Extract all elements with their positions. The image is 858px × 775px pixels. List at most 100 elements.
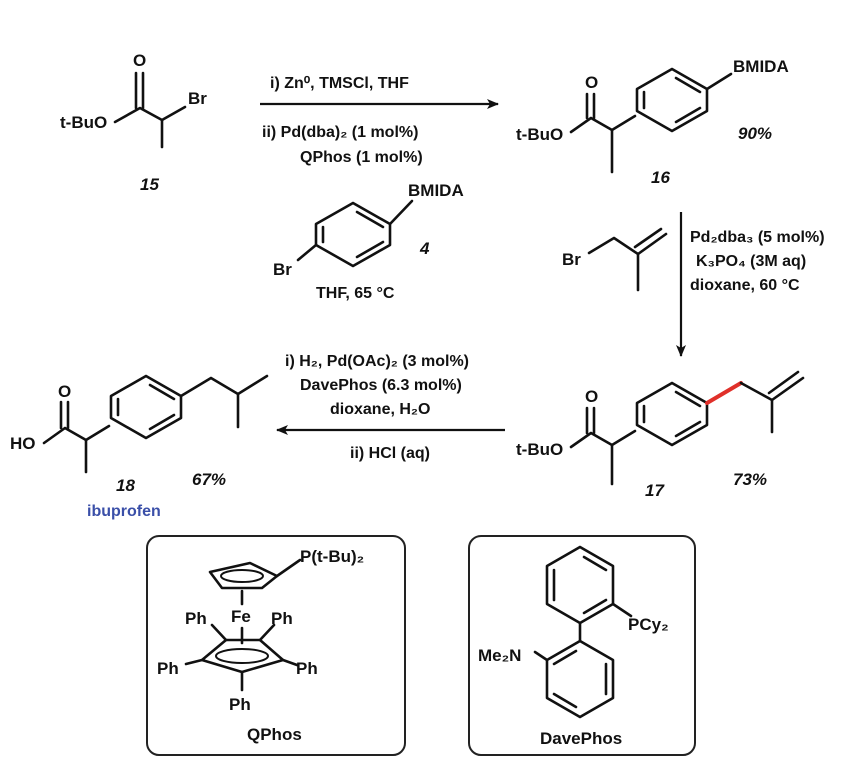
- qphos-ph1-bond: [210, 623, 228, 642]
- qphos-cp-top-ring: [220, 569, 264, 583]
- compound-17-alkene: [770, 376, 805, 402]
- compound-16-ring: [635, 67, 709, 133]
- davephos-ring-bottom: [545, 639, 615, 719]
- compound-17-inner-1: [674, 390, 702, 408]
- compound-17-skeleton: [569, 429, 637, 449]
- compound-4-inner-bond-2: [355, 240, 385, 259]
- compound-17-ester-label: t-BuO: [516, 440, 563, 459]
- qphos-cp-bottom-ring: [215, 648, 269, 664]
- qphos-panel: P(t-Bu)₂ Fe Ph Ph Ph Ph Ph QPhos: [146, 535, 406, 756]
- step1-line1: i) Zn⁰, TMSCl, THF: [270, 75, 409, 92]
- step2-line1: Pd₂dba₃ (5 mol%): [690, 229, 825, 246]
- compound-4: BMIDA Br 4: [273, 181, 464, 279]
- qphos-ph3-bond: [184, 658, 204, 666]
- methallyl-alkene: [636, 232, 668, 256]
- compound-18-inner-2: [148, 413, 176, 431]
- compound-16-bmida-label: BMIDA: [733, 57, 789, 76]
- compound-15-br-label: Br: [188, 89, 207, 108]
- methallyl-alkene-2: [633, 227, 663, 249]
- compound-18: O HO 67% 18 ibuprofen: [10, 374, 269, 520]
- compound-18-skeleton: [42, 424, 111, 445]
- compound-18-isobutyl: [179, 374, 269, 398]
- qphos-cp-top: [208, 561, 279, 590]
- compound-16-ester-label: t-BuO: [516, 125, 563, 144]
- step1-line4: THF, 65 °C: [316, 285, 395, 302]
- compound-17-new-bond: [705, 381, 743, 405]
- qphos-ph4-label: Ph: [296, 659, 318, 678]
- davephos-n-bond: [533, 650, 549, 662]
- compound-16-yield: 90%: [738, 124, 772, 143]
- compound-17-yield: 73%: [733, 470, 767, 489]
- davephos-ring-bottom-inner-2: [552, 692, 578, 709]
- compound-16-skeleton: [569, 114, 637, 134]
- conditions-step-1: i) Zn⁰, TMSCl, THF ii) Pd(dba)₂ (1 mol%)…: [262, 75, 423, 302]
- qphos-phosphine-label: P(t-Bu)₂: [300, 547, 364, 566]
- compound-15: O t-BuO Br 15: [60, 51, 207, 194]
- compound-18-acid-label: HO: [10, 434, 36, 453]
- davephos-name: DavePhos: [540, 729, 622, 748]
- compound-18-name: ibuprofen: [87, 503, 161, 520]
- step1-line2: ii) Pd(dba)₂ (1 mol%): [262, 124, 418, 141]
- compound-16-carbonyl-o: O: [585, 73, 598, 92]
- compound-17-ring: [635, 381, 709, 447]
- methallyl-bromide: Br: [562, 227, 668, 292]
- conditions-step-2: Pd₂dba₃ (5 mol%) K₃PO₄ (3M aq) dioxane, …: [690, 229, 825, 294]
- davephos-panel: PCy₂ Me₂N DavePhos: [468, 535, 696, 756]
- davephos-amine-label: Me₂N: [478, 646, 521, 665]
- compound-17-inner-2: [674, 420, 702, 438]
- compound-18-inner-1: [148, 383, 176, 401]
- compound-15-carbonyl-o: O: [133, 51, 146, 70]
- compound-17-number: 17: [645, 481, 665, 500]
- conditions-step-3: i) H₂, Pd(OAc)₂ (3 mol%) DavePhos (6.3 m…: [285, 353, 469, 462]
- step2-line2: K₃PO₄ (3M aq): [696, 253, 806, 270]
- davephos-ring-top: [545, 545, 615, 625]
- compound-4-br-label: Br: [273, 260, 292, 279]
- compound-18-number: 18: [116, 476, 135, 495]
- qphos-cp-bottom: [200, 638, 285, 674]
- qphos-fe-label: Fe: [231, 607, 251, 626]
- qphos-ph1-label: Ph: [185, 609, 207, 628]
- step3-line2: DavePhos (6.3 mol%): [300, 377, 462, 394]
- compound-4-bmida-bond: [388, 199, 414, 226]
- step3-line1: i) H₂, Pd(OAc)₂ (3 mol%): [285, 353, 469, 370]
- compound-17-carbonyl-o: O: [585, 387, 598, 406]
- compound-16: O t-BuO BMIDA 90% 16: [516, 57, 789, 187]
- compound-4-bmida-label: BMIDA: [408, 181, 464, 200]
- qphos-p-bond: [275, 558, 302, 578]
- methallyl-skeleton: [587, 236, 640, 256]
- compound-4-inner-bond-1: [355, 210, 385, 229]
- methallyl-br-label: Br: [562, 250, 581, 269]
- compound-16-bmida-bond: [705, 72, 733, 91]
- davephos-box: [468, 535, 696, 756]
- compound-15-number: 15: [140, 175, 159, 194]
- compound-16-inner-1: [674, 76, 702, 94]
- step1-line3: QPhos (1 mol%): [300, 149, 423, 166]
- step3-line3: dioxane, H₂O: [330, 401, 430, 418]
- davephos-ring-top-inner-1: [582, 555, 608, 572]
- qphos-box: [146, 535, 406, 756]
- compound-17-alkene-2: [767, 370, 800, 395]
- qphos-name: QPhos: [247, 725, 302, 744]
- compound-15-skeleton: [113, 105, 187, 124]
- qphos-ph2-bond: [258, 623, 276, 642]
- davephos-phosphine-label: PCy₂: [628, 615, 669, 634]
- compound-18-carbonyl-o: O: [58, 382, 71, 401]
- step2-line3: dioxane, 60 °C: [690, 277, 800, 294]
- qphos-ph4-bond: [281, 658, 299, 667]
- compound-18-yield: 67%: [192, 470, 226, 489]
- compound-18-ring: [109, 374, 183, 440]
- qphos-ph3-label: Ph: [157, 659, 179, 678]
- qphos-ph5-label: Ph: [229, 695, 251, 714]
- compound-4-ring: [314, 201, 392, 268]
- compound-17-allyl: [739, 381, 774, 402]
- compound-16-number: 16: [651, 168, 670, 187]
- qphos-ph2-label: Ph: [271, 609, 293, 628]
- compound-4-number: 4: [419, 239, 430, 258]
- davephos-p-bond: [611, 602, 633, 618]
- compound-4-br-bond: [296, 243, 318, 262]
- davephos-ring-bottom-inner-3: [552, 649, 578, 666]
- davephos-ring-top-inner-2: [582, 598, 608, 615]
- step3-line4: ii) HCl (aq): [350, 445, 430, 462]
- compound-17: O t-BuO 73% 17: [516, 370, 805, 500]
